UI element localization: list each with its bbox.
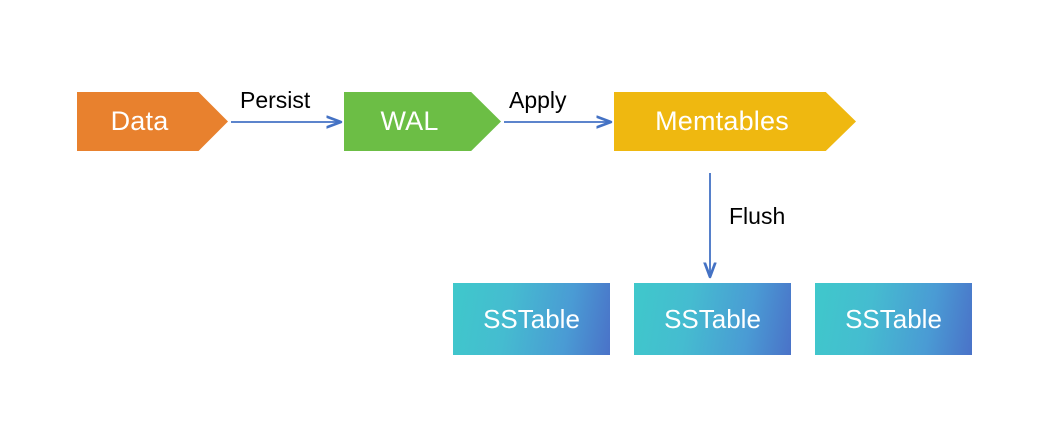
node-sstable-3-label: SSTable xyxy=(845,303,942,334)
node-sstable-2[interactable]: SSTable xyxy=(634,283,791,355)
node-data[interactable]: Data xyxy=(77,92,228,151)
node-data-label: Data xyxy=(110,106,169,136)
node-sstable-3[interactable]: SSTable xyxy=(815,283,972,355)
node-memtables-label: Memtables xyxy=(655,106,789,136)
node-sstable-2-label: SSTable xyxy=(664,303,761,334)
edge-persist-label: Persist xyxy=(240,87,311,113)
edge-apply-label: Apply xyxy=(509,87,567,113)
node-wal-label: WAL xyxy=(380,106,439,136)
edge-flush-label: Flush xyxy=(729,203,786,229)
node-memtables[interactable]: Memtables xyxy=(614,92,856,151)
node-sstable-1-label: SSTable xyxy=(483,303,580,334)
node-sstable-1[interactable]: SSTable xyxy=(453,283,610,355)
node-wal[interactable]: WAL xyxy=(344,92,501,151)
